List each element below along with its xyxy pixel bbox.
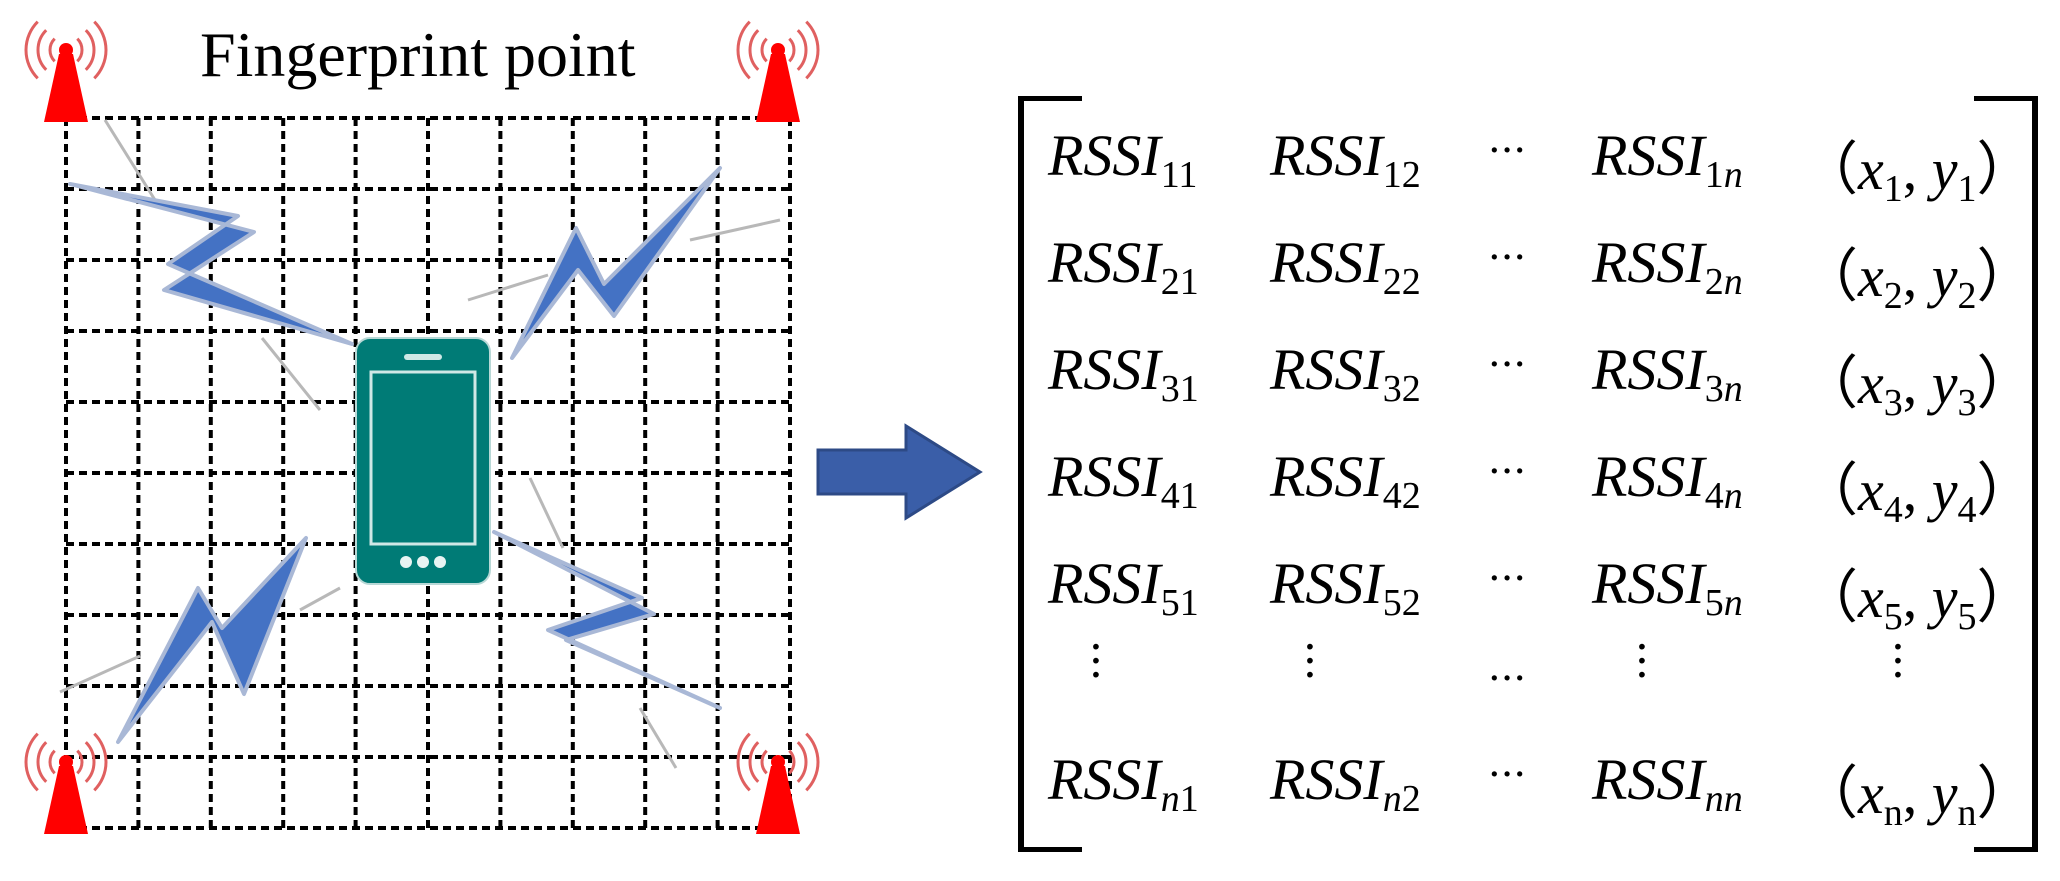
matrix-cell: RSSI31 (1048, 337, 1199, 411)
matrix-coordinate: （x1, y1） (1800, 137, 2035, 211)
matrix-cell: RSSI41 (1048, 444, 1199, 518)
lightning-signal-icon (492, 530, 722, 710)
matrix-vertical-ellipsis: ··· (1303, 622, 1317, 701)
matrix-cell: RSSI12 (1270, 123, 1421, 197)
matrix-cell: RSSI3n (1592, 337, 1743, 411)
matrix-coordinate: （xn, yn） (1800, 761, 2035, 835)
lightning-signal-icon (68, 182, 354, 346)
fingerprint-grid-illustration (24, 20, 983, 834)
matrix-ellipsis: ··· (1488, 128, 1527, 174)
matrix-coordinate: （x3, y3） (1800, 351, 2035, 425)
matrix-ellipsis: ··· (1488, 235, 1527, 281)
matrix-ellipsis: ··· (1488, 656, 1527, 702)
matrix-cell: RSSI4n (1592, 444, 1743, 518)
matrix-cell: RSSI22 (1270, 230, 1421, 304)
matrix-cell: RSSI42 (1270, 444, 1421, 518)
matrix-cell: RSSI5n (1592, 551, 1743, 625)
matrix-cell: RSSI1n (1592, 123, 1743, 197)
fingerprint-matrix: RSSI11 RSSI12 ··· RSSI1n （x1, y1） RSSI21 RSSI2… (1018, 96, 2038, 852)
matrix-cell: RSSInn (1592, 747, 1743, 821)
matrix-vertical-ellipsis: ··· (1089, 622, 1103, 701)
lightning-signal-icon (510, 166, 722, 360)
matrix-left-bracket (1018, 96, 1082, 852)
matrix-ellipsis: ··· (1488, 752, 1527, 798)
reflection-line (638, 707, 678, 769)
lightning-signal-icon (116, 536, 308, 744)
matrix-ellipsis: ··· (1488, 449, 1527, 495)
reflection-lines (59, 119, 781, 769)
matrix-cell: RSSI52 (1270, 551, 1421, 625)
lightning-signals (68, 166, 722, 744)
antenna-icon (736, 732, 820, 834)
reflection-line (689, 218, 781, 242)
matrix-coordinate: （x4, y4） (1800, 458, 2035, 532)
matrix-cell: RSSIn1 (1048, 747, 1199, 821)
matrix-ellipsis: ··· (1488, 556, 1527, 602)
matrix-vertical-ellipsis: ··· (1635, 622, 1649, 701)
matrix-cell: RSSIn2 (1270, 747, 1421, 821)
smartphone-icon (355, 337, 491, 585)
right-arrow-icon (816, 423, 983, 521)
matrix-vertical-ellipsis: ··· (1891, 622, 1905, 701)
reflection-line (103, 119, 157, 201)
diagram-title: Fingerprint point (200, 19, 636, 90)
reflection-line (299, 586, 341, 612)
reflection-line (528, 477, 565, 549)
matrix-coordinate: （x5, y5） (1800, 565, 2035, 639)
matrix-ellipsis: ··· (1488, 342, 1527, 388)
reflection-line (59, 654, 141, 694)
matrix-cell: RSSI21 (1048, 230, 1199, 304)
antenna-icon (736, 20, 820, 122)
matrix-cell: RSSI51 (1048, 551, 1199, 625)
matrix-right-bracket (1974, 96, 2038, 852)
antennas (24, 20, 820, 834)
matrix-coordinate: （x2, y2） (1800, 244, 2035, 318)
reflection-line (467, 273, 549, 302)
antenna-icon (24, 20, 108, 122)
matrix-cell: RSSI32 (1270, 337, 1421, 411)
antenna-icon (24, 732, 108, 834)
matrix-cell: RSSI11 (1048, 123, 1198, 197)
reflection-line (260, 337, 322, 411)
matrix-cell: RSSI2n (1592, 230, 1743, 304)
